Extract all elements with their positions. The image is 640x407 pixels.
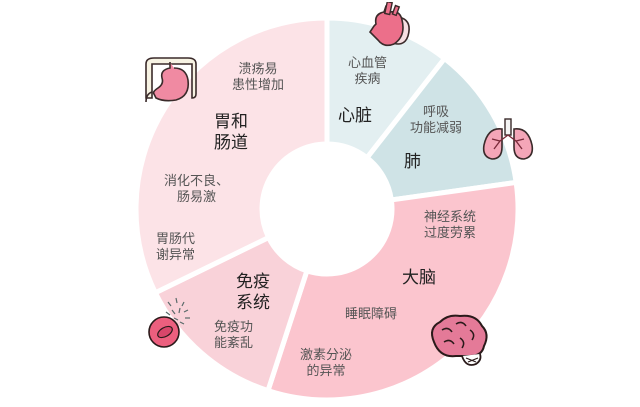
gi-title: 胃和肠道 [214, 112, 248, 154]
lungs-icon [482, 118, 534, 160]
brain-icon [431, 314, 488, 366]
immune-title: 免疫系统 [236, 272, 270, 314]
heart-icon [368, 2, 410, 47]
heart-item-cardiovascular: 心血管疾病 [348, 56, 388, 88]
stomach-intestine-icon [145, 57, 197, 103]
heart-title: 心脏 [338, 106, 372, 126]
brain-title: 大脑 [402, 268, 436, 288]
lung-title: 肺 [404, 152, 421, 172]
brain-item-nervous: 神经系统过度劳累 [424, 210, 477, 242]
lung-item-respiratory: 呼吸功能减弱 [410, 105, 463, 137]
segment-lung [364, 55, 519, 203]
brain-item-sleep: 睡眠障碍 [345, 307, 398, 322]
gi-item-metabolism: 胃肠代谢异常 [156, 232, 196, 264]
gi-item-ulcer: 溃疡易患性增加 [232, 62, 285, 94]
blood-cell-icon [148, 297, 190, 348]
immune-item-disorder: 免疫功能紊乱 [214, 320, 254, 352]
gi-item-indigestion: 消化不良、肠易激 [164, 174, 230, 206]
brain-item-hormone: 激素分泌的异常 [300, 348, 353, 380]
